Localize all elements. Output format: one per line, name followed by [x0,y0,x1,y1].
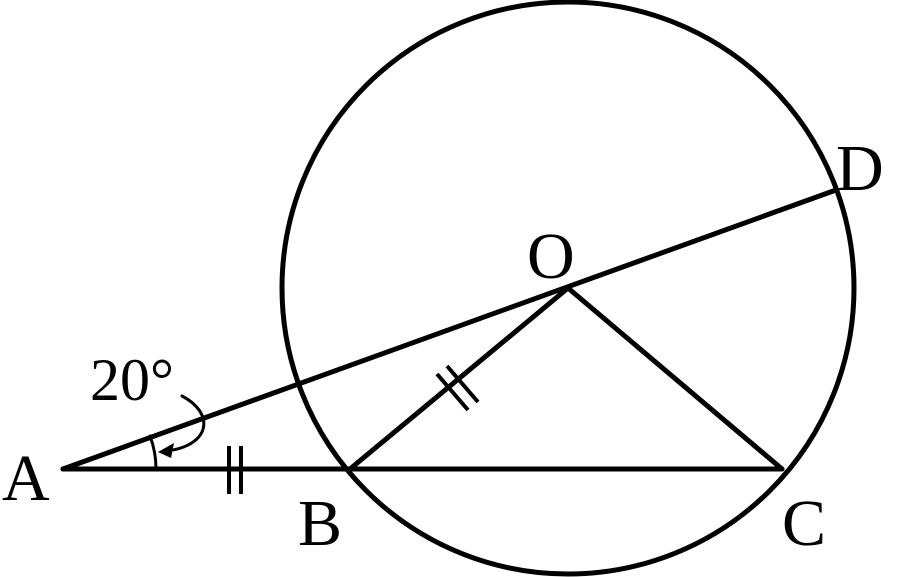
angle-label-a: 20° [90,347,174,413]
label-point-d: D [836,132,884,205]
circle-o [279,0,857,577]
segment-oc [565,285,785,472]
tick-marks-ob [435,364,480,412]
tick-marks-ab [227,446,243,494]
line-ad [60,187,839,472]
label-point-b: B [298,487,342,560]
label-point-o: O [527,220,575,293]
angle-arc-a [148,434,158,471]
arrowhead-icon [158,443,174,458]
angle-pointer-arrow [164,394,206,453]
label-point-a: A [2,442,50,515]
label-point-c: C [782,487,826,560]
